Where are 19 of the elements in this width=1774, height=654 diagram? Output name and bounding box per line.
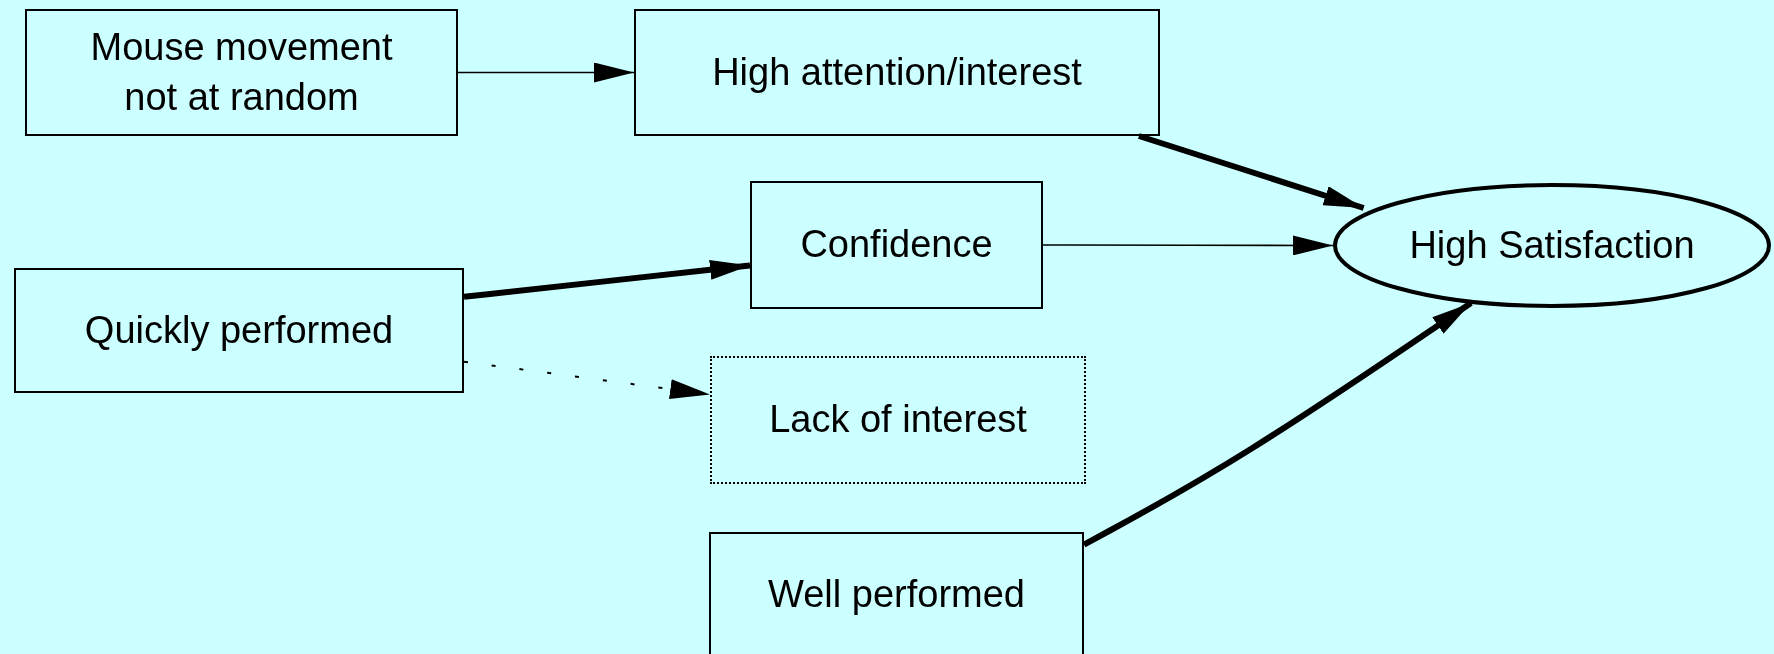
arrow	[1138, 133, 1365, 211]
arrow	[1082, 300, 1473, 548]
process-box	[14, 268, 464, 393]
node-label: High Satisfaction	[1409, 222, 1695, 268]
process-box	[710, 356, 1086, 484]
process-box	[25, 9, 458, 136]
node-label: Mouse movement not at random	[89, 25, 394, 120]
process-box	[750, 181, 1043, 309]
node-label: High attention/interest	[712, 49, 1082, 95]
node-label: Quickly performed	[84, 307, 394, 353]
node-label: Confidence	[800, 222, 993, 268]
arrow	[463, 259, 751, 300]
node-label: Lack of interest	[769, 397, 1027, 443]
arrow	[457, 62, 635, 83]
process-box	[709, 532, 1084, 654]
process-box	[634, 9, 1160, 136]
node-label: Well performed	[768, 572, 1025, 618]
arrow	[1042, 235, 1334, 256]
arrow	[463, 360, 711, 400]
